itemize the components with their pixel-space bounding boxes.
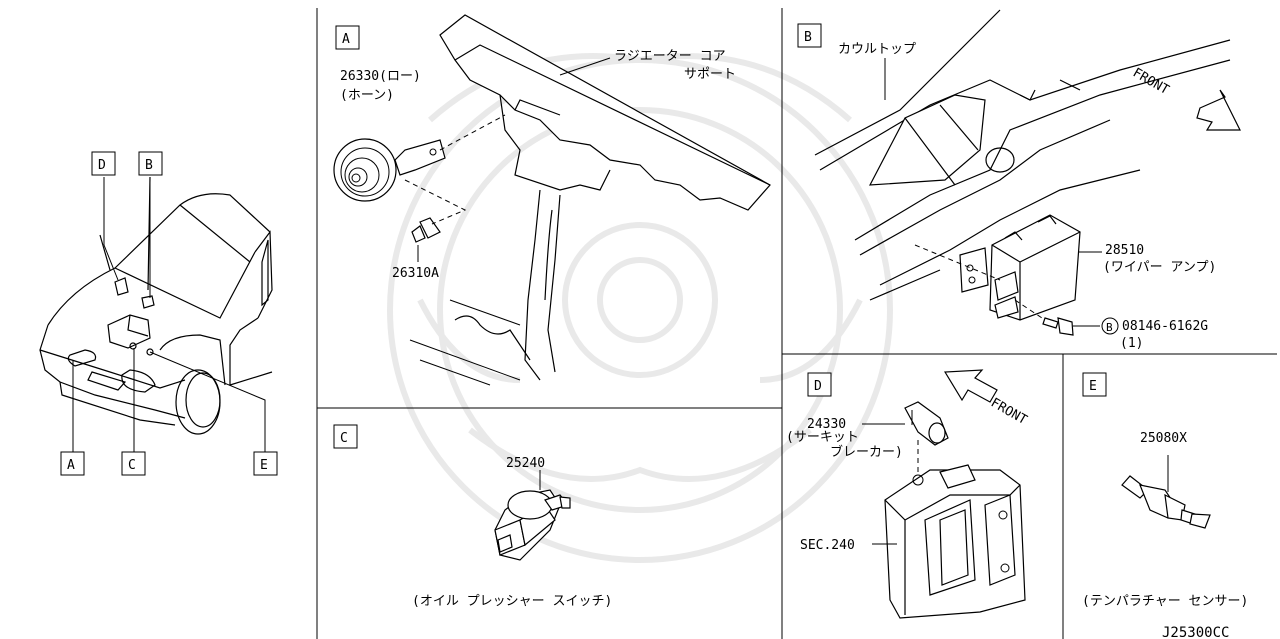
panel-d-sec-ref: SEC.240	[800, 538, 855, 553]
svg-text:C: C	[340, 431, 348, 446]
panel-b-bolt-number: 08146-6162G	[1122, 319, 1208, 334]
panel-d-leaders	[862, 423, 905, 545]
svg-text:A: A	[342, 32, 350, 47]
panel-a-letter: A	[335, 25, 360, 50]
panel-a-horn	[333, 138, 446, 202]
panel-b-part1-number: 28510	[1105, 243, 1144, 258]
panel-borders	[316, 8, 1277, 639]
panel-b-wiper-amp	[959, 214, 1081, 321]
panel-a-part3-name-1: ラジエーター コア	[614, 49, 726, 64]
panel-b-letter: B	[797, 23, 822, 48]
diagram-id: J25300CC	[1162, 625, 1229, 639]
svg-text:C: C	[128, 458, 136, 473]
panel-d-bracket	[884, 464, 1026, 619]
panel-d-letter: D	[807, 372, 832, 397]
panel-b-bolt-marker: B	[1101, 317, 1119, 335]
overview-label-d: D	[91, 151, 116, 176]
front-arrow-icon	[1196, 89, 1241, 131]
overview-label-e: E	[253, 451, 278, 476]
svg-text:E: E	[1089, 379, 1097, 394]
svg-text:D: D	[814, 379, 822, 394]
panel-d-breaker	[904, 401, 949, 472]
panel-d-part-number: 24330	[807, 417, 846, 432]
panel-a-part2-number: 26310A	[392, 266, 439, 281]
front-arrow-icon	[943, 369, 998, 403]
panel-b-part1-name: (ワイパー アンプ)	[1103, 260, 1216, 275]
svg-text:B: B	[804, 30, 812, 45]
panel-e-part-number: 25080X	[1140, 431, 1187, 446]
panel-e-letter: E	[1082, 372, 1107, 397]
panel-e-temp-sensor	[1121, 455, 1211, 529]
svg-text:A: A	[67, 458, 75, 473]
svg-text:B: B	[145, 158, 153, 173]
panel-d-part-name-2: ブレーカー)	[830, 444, 903, 460]
overview-leaders	[72, 177, 266, 452]
panel-b-front-label: FRONT	[1130, 65, 1172, 98]
panel-d-part-name-1: (サーキット	[786, 430, 859, 445]
panel-c-part-number: 25240	[506, 456, 545, 471]
svg-text:E: E	[260, 458, 268, 473]
overview-car-drawing	[39, 176, 273, 435]
svg-text:D: D	[98, 158, 106, 173]
panel-b-bolt-qty: (1)	[1120, 336, 1143, 351]
panel-b-cowl-label: カウルトップ	[838, 42, 916, 57]
panel-b-bolt	[1042, 317, 1074, 336]
svg-text:B: B	[1106, 321, 1113, 334]
panel-c-part-name: (オイル プレッシャー スイッチ)	[412, 594, 612, 609]
panel-c-letter: C	[333, 424, 358, 449]
panel-a-part1-name: (ホーン)	[340, 88, 394, 103]
panel-b-dashes	[914, 244, 1046, 321]
panel-b-leaders	[884, 58, 1102, 327]
panel-a-horn-bolt	[411, 217, 441, 243]
overview-label-a: A	[60, 451, 85, 476]
overview-label-b: B	[138, 151, 163, 176]
overview-label-c: C	[121, 451, 146, 476]
panel-a-leaders	[417, 57, 611, 262]
panel-e-part-name: (テンパラチャー センサー)	[1082, 594, 1248, 609]
panel-a-dashes	[404, 114, 506, 225]
panel-d-front-label: FRONT	[988, 395, 1030, 428]
panel-a-part3-name-2: サポート	[684, 67, 736, 82]
panel-b-cowl	[814, 9, 1231, 301]
panel-a-radiator-support	[409, 14, 771, 386]
panel-c-oil-switch	[494, 470, 571, 561]
panel-a-part1-number: 26330(ロー)	[340, 69, 421, 84]
